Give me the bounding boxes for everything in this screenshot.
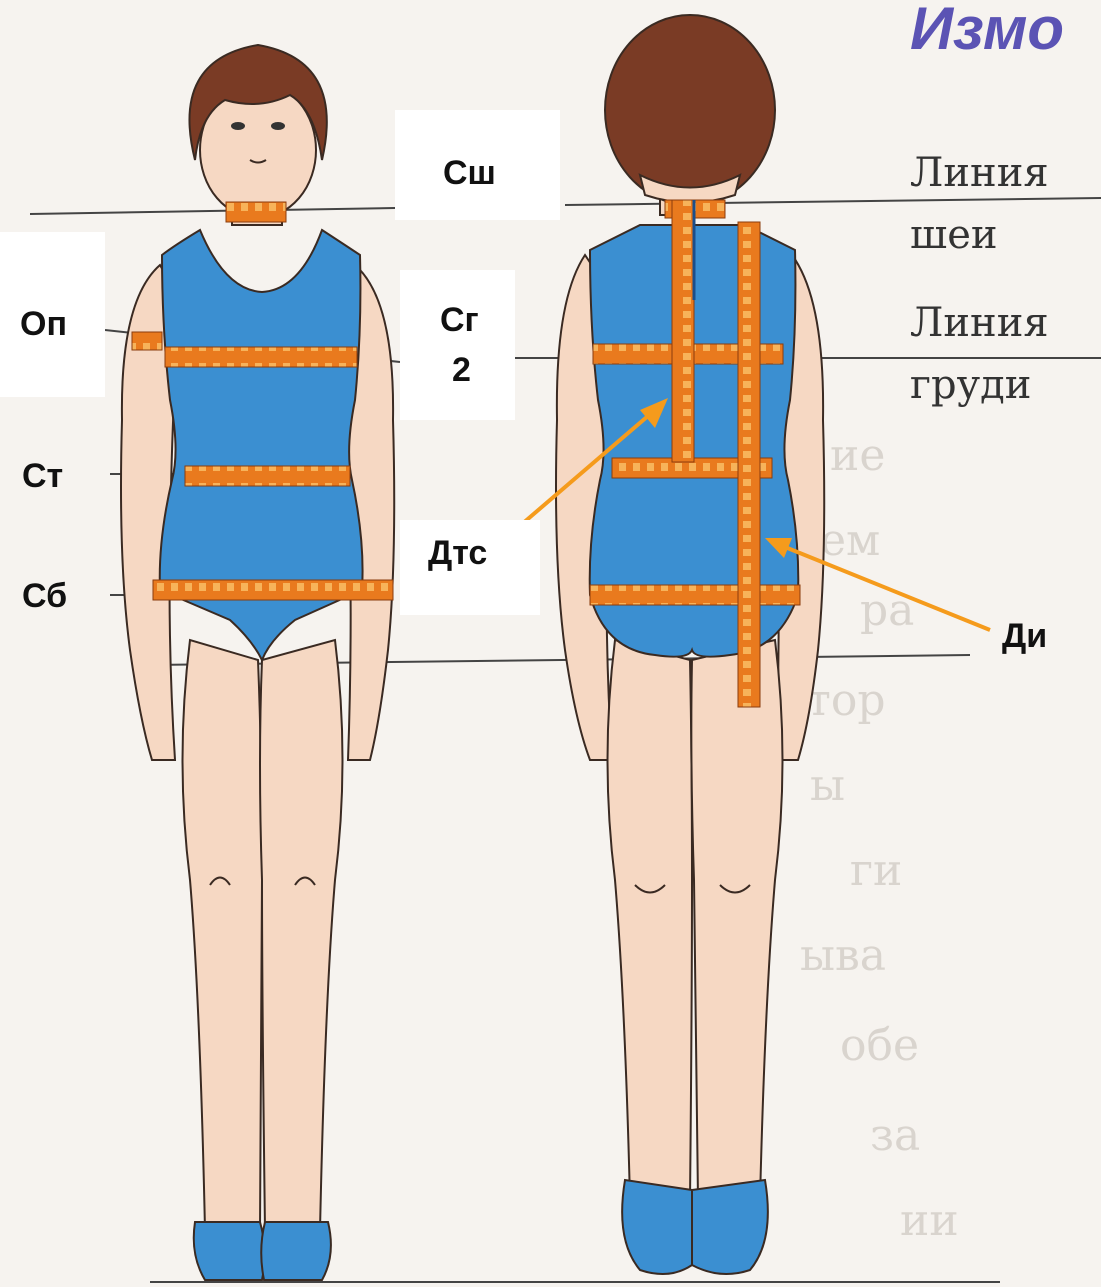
svg-text:обе: обе	[840, 1020, 919, 1071]
neck-line-label-2: шеи	[910, 212, 998, 258]
svg-text:ие: ие	[830, 430, 885, 481]
neck-line-label-1: Линия	[910, 150, 1049, 196]
label-patch-chest	[400, 270, 515, 420]
svg-text:ем: ем	[820, 515, 880, 566]
chest-line-label-2: груди	[910, 362, 1031, 408]
label-chest-girth: Сг	[440, 302, 479, 339]
svg-text:ы: ы	[810, 760, 845, 811]
svg-text:ии: ии	[900, 1195, 959, 1246]
label-waist-girth: Ст	[22, 458, 63, 495]
label-neck-girth: Сш	[443, 155, 496, 192]
svg-text:за: за	[870, 1110, 920, 1161]
page-title: Измо	[910, 0, 1064, 63]
label-product-length: Ди	[1002, 618, 1047, 655]
label-shoulder-girth: Оп	[20, 306, 67, 343]
svg-text:ра: ра	[860, 585, 914, 636]
chest-line-label-1: Линия	[910, 300, 1049, 346]
label-chest-girth-sub: 2	[452, 352, 471, 389]
front-figure	[121, 45, 394, 1280]
svg-text:ыва: ыва	[800, 930, 886, 981]
svg-text:ги: ги	[850, 845, 902, 896]
label-back-waist-length: Дтс	[428, 535, 487, 572]
label-hip-girth: Сб	[22, 578, 67, 615]
